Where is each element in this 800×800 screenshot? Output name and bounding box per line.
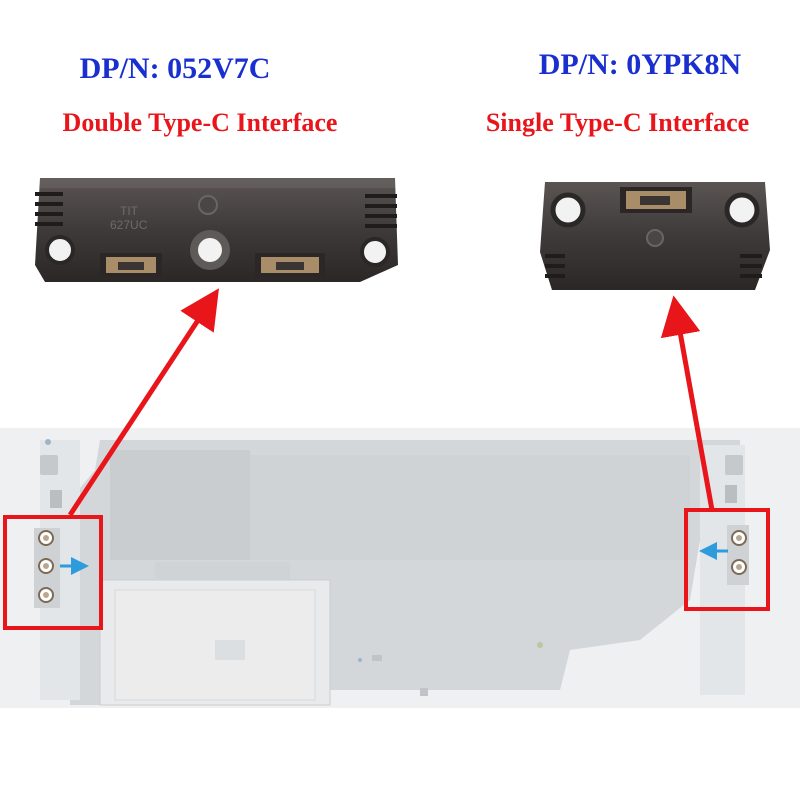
right-part-number: DP/N: 0YPK8N xyxy=(538,48,742,81)
typec-port-icon xyxy=(255,253,325,277)
single-typec-bracket xyxy=(540,182,770,290)
double-typec-bracket: TIT 627UC xyxy=(35,178,398,282)
left-part-number: DP/N: 052V7C xyxy=(79,52,271,85)
left-red-arrow-icon xyxy=(67,288,219,517)
left-highlight-box xyxy=(3,515,103,630)
screw-icon xyxy=(38,558,54,574)
left-interface-description: Double Type-C Interface xyxy=(62,108,338,137)
typec-port-icon xyxy=(100,253,162,277)
screw-icon xyxy=(731,530,747,546)
screw-icon xyxy=(731,559,747,575)
right-interface-description: Single Type-C Interface xyxy=(485,108,750,137)
right-highlight-box xyxy=(684,508,770,611)
screw-icon xyxy=(38,587,54,603)
right-red-arrow-icon xyxy=(660,295,715,511)
motherboard-photo xyxy=(0,428,800,708)
left-engraving-line2: 627UC xyxy=(110,218,148,232)
typec-port-icon xyxy=(620,187,692,213)
screw-icon xyxy=(38,530,54,546)
left-engraving-line1: TIT xyxy=(120,204,139,218)
